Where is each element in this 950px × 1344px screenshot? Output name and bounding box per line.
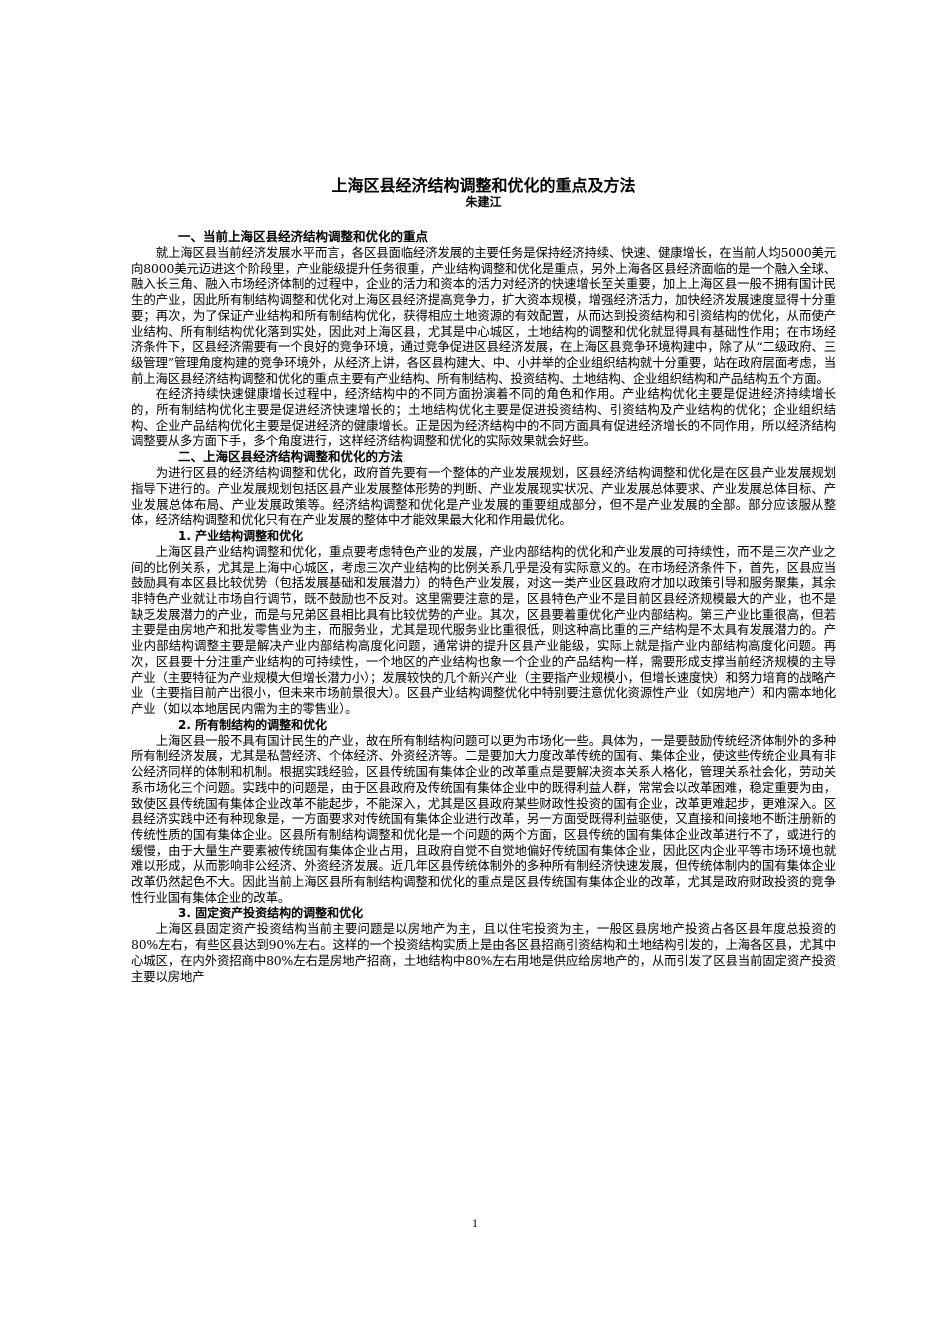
paragraph: 上海区县产业结构调整和优化，重点要考虑特色产业的发展，产业内部结构的优化和产业发… bbox=[131, 543, 836, 716]
document-page: 上海区县经济结构调整和优化的重点及方法 朱建江 一、当前上海区县经济结构调整和优… bbox=[131, 176, 836, 984]
subsection-heading-2: 2. 所有制结构的调整和优化 bbox=[178, 717, 328, 732]
section-heading-1: 一、当前上海区县经济结构调整和优化的重点 bbox=[178, 229, 429, 244]
paragraph: 为进行区县的经济结构调整和优化，政府首先要有一个整体的产业发展规划，区县经济结构… bbox=[131, 465, 836, 528]
document-title: 上海区县经济结构调整和优化的重点及方法 bbox=[331, 176, 636, 195]
subsection-heading-3: 3. 固定资产投资结构的调整和优化 bbox=[178, 906, 364, 921]
paragraph: 就上海区县当前经济发展水平而言，各区县面临经济发展的主要任务是保持经济持续、快速… bbox=[131, 245, 836, 386]
subsection-heading-1: 1. 产业结构调整和优化 bbox=[178, 528, 304, 543]
paragraph: 在经济持续快速健康增长过程中，经济结构中的不同方面扮演着不同的角色和作用。产业结… bbox=[131, 386, 836, 449]
paragraph: 上海区县固定资产投资结构当前主要问题是以房地产为主，且以住宅投资为主，一般区县房… bbox=[131, 921, 836, 984]
document-author: 朱建江 bbox=[465, 195, 502, 209]
page-number: 1 bbox=[472, 1216, 478, 1230]
paragraph: 上海区县一般不具有国计民生的产业，故在所有制结构问题可以更为市场化一些。具体为，… bbox=[131, 732, 836, 905]
section-heading-2: 二、上海区县经济结构调整和优化的方法 bbox=[178, 449, 404, 465]
